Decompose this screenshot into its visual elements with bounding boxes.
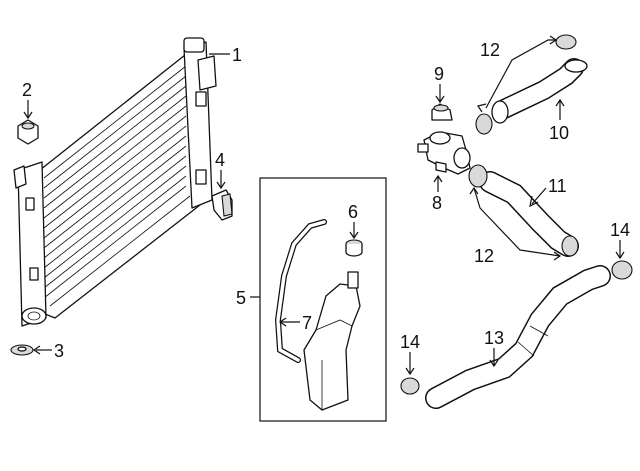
radiator-mount-bushing[interactable]	[10, 344, 34, 356]
radiator-upper-mount[interactable]	[211, 189, 233, 221]
radiator-core-fins	[43, 65, 191, 307]
callout-8: 8	[432, 193, 442, 213]
radiator-drain-plug[interactable]	[17, 119, 39, 145]
callout-2: 2	[22, 80, 32, 100]
callout-14-right: 14	[610, 220, 630, 240]
callout-4: 4	[215, 150, 225, 170]
callout-6: 6	[348, 202, 358, 222]
callout-9: 9	[434, 64, 444, 84]
callout-14-left: 14	[400, 332, 420, 352]
callout-10: 10	[549, 123, 569, 143]
callout-labels: 1 2 3 4 5 6 7 8 9 10 11 12 12 13 14 14	[22, 40, 630, 361]
callout-7: 7	[302, 313, 312, 333]
radiator[interactable]	[13, 37, 217, 327]
callout-1: 1	[232, 45, 242, 65]
callout-3: 3	[54, 341, 64, 361]
hose-clamp[interactable]	[400, 260, 633, 395]
radiator-cap[interactable]	[431, 103, 453, 121]
reservoir-cap[interactable]	[345, 239, 363, 257]
lower-radiator-hose[interactable]	[425, 265, 611, 409]
callout-5: 5	[236, 288, 246, 308]
callout-13: 13	[484, 328, 504, 348]
hose-clamp[interactable]	[475, 34, 577, 135]
water-outlet[interactable]	[417, 131, 471, 175]
callout-leaders	[23, 35, 625, 376]
reservoir-assembly[interactable]	[259, 177, 387, 422]
upper-hose-small[interactable]	[491, 58, 588, 124]
callout-12-top: 12	[480, 40, 500, 60]
callout-12-bottom: 12	[474, 246, 494, 266]
lower-hose[interactable]	[468, 164, 579, 257]
callout-11: 11	[548, 176, 567, 196]
reservoir-group-frame	[259, 177, 387, 422]
